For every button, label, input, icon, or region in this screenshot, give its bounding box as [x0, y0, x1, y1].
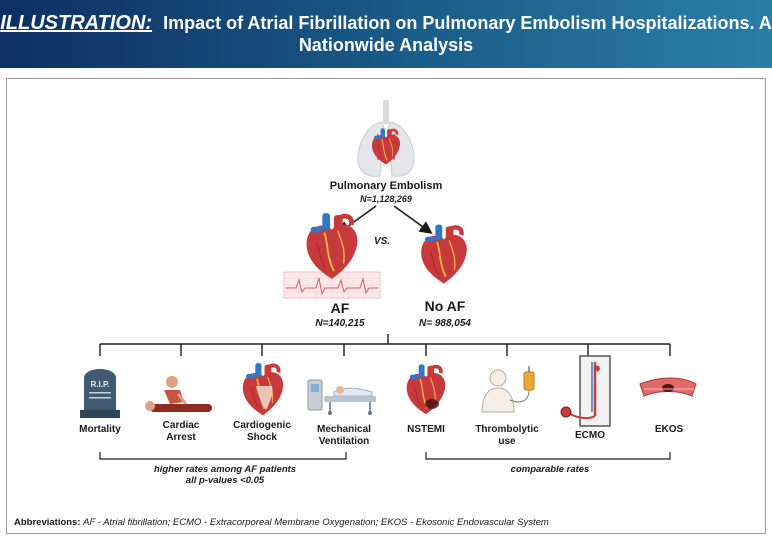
- no-af-count: N= 988,054: [419, 318, 471, 329]
- af-label: AF: [330, 300, 350, 316]
- vessel-clot-icon: [639, 377, 697, 397]
- outcome-mechanical-ventilation: Mechanical Ventilation: [317, 424, 371, 447]
- title-line-2: Nationwide Analysis: [298, 35, 474, 55]
- higher-rates-line-1: higher rates among AF patients: [153, 464, 297, 475]
- tombstone-text: R.I.P.: [91, 380, 110, 389]
- infarct-heart-icon: [407, 364, 446, 414]
- arrow-to-no-af: [393, 205, 433, 234]
- no-af-label: No AF: [424, 298, 466, 314]
- pe-label: Pulmonary Embolism: [329, 180, 443, 192]
- outcome-mortality: Mortality: [79, 424, 121, 435]
- ecmo-icon: [560, 355, 611, 427]
- heart-ecg-icon: [283, 213, 381, 299]
- heart-icon: [421, 225, 467, 284]
- abbreviations-text: AF - Atrial fibrillation; ECMO - Extraco…: [83, 517, 549, 528]
- outcome-cardiac-arrest: Cardiac Arrest: [162, 420, 200, 443]
- outcome-ekos: EKOS: [654, 424, 684, 435]
- tombstone-icon: R.I.P.: [80, 369, 120, 418]
- outcome-thrombolytic-use: Thrombolytic use: [475, 424, 539, 447]
- abbreviations-footnote: Abbreviations: AF - Atrial fibrillation;…: [14, 517, 762, 528]
- hospital-bed-icon: [307, 379, 376, 415]
- pe-count: N=1,128,269: [360, 194, 412, 204]
- outcome-nstemi: NSTEMI: [407, 424, 445, 435]
- title-line-1: ILLUSTRATION: Impact of Atrial Fibrillat…: [0, 12, 772, 34]
- title-banner: ILLUSTRATION: Impact of Atrial Fibrillat…: [0, 0, 772, 68]
- abbreviations-label: Abbreviations:: [14, 517, 81, 528]
- higher-rates-line-2: all p-values <0.05: [185, 475, 265, 486]
- heart-section-icon: [240, 362, 286, 418]
- lungs-heart-icon: [357, 100, 415, 177]
- outcome-ecmo: ECMO: [575, 430, 605, 441]
- tree-connector: [99, 334, 671, 356]
- cpr-icon: [145, 376, 212, 412]
- outcome-cardiogenic-shock: Cardiogenic Shock: [233, 420, 291, 443]
- comparable-rates-note: comparable rates: [510, 464, 590, 475]
- vs-label: VS.: [373, 236, 391, 247]
- higher-rates-note: higher rates among AF patients all p-val…: [150, 464, 300, 486]
- group-bracket: [99, 452, 671, 460]
- illustration-prefix: ILLUSTRATION:: [0, 12, 153, 34]
- af-count: N=140,215: [315, 318, 365, 329]
- iv-patient-icon: [481, 366, 535, 413]
- title-text-1: Impact of Atrial Fibrillation on Pulmona…: [163, 13, 772, 33]
